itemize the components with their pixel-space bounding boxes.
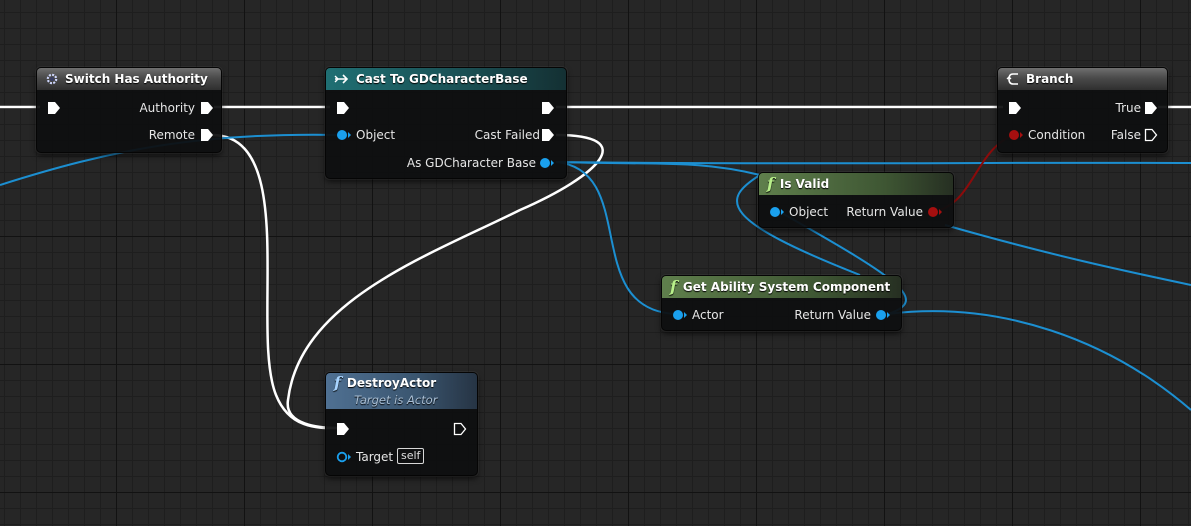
is-valid-node[interactable]: f Is Valid Object Return Value	[758, 172, 954, 228]
destroy-target-self-default[interactable]: self	[397, 448, 425, 464]
exec-wire-remote-to-destroy	[211, 133, 339, 430]
branch-exec-in-pin[interactable]	[1008, 101, 1022, 115]
is-valid-return-out-pin[interactable]	[927, 205, 943, 219]
get-asc-return-out-pin[interactable]	[875, 308, 891, 322]
branch-true-label: True	[1115, 101, 1142, 115]
object-wire-cast-to-getasc	[555, 161, 677, 315]
switch-has-authority-node[interactable]: Switch Has Authority Authority Remote	[36, 67, 222, 153]
cast-exec-in-pin[interactable]	[336, 101, 350, 115]
get-ability-system-component-node[interactable]: f Get Ability System Component Actor Ret…	[661, 275, 902, 331]
cast-arrow-icon	[334, 74, 350, 84]
branch-condition-in-pin[interactable]	[1008, 128, 1024, 142]
object-wire-cast-right	[555, 161, 1191, 165]
get-asc-title: Get Ability System Component	[682, 280, 891, 294]
cast-title: Cast To GDCharacterBase	[356, 72, 528, 86]
function-icon: f	[767, 174, 774, 193]
cast-to-gdcharacterbase-node[interactable]: Cast To GDCharacterBase Object Cast Fail…	[325, 67, 567, 179]
destroy-actor-header[interactable]: f DestroyActor Target is Actor	[326, 373, 477, 409]
is-valid-object-in-pin[interactable]	[769, 205, 785, 219]
function-icon: f	[334, 373, 341, 392]
destroy-target-label: Target	[356, 450, 394, 464]
cast-failed-label: Cast Failed	[474, 128, 540, 142]
cast-object-in-pin[interactable]	[336, 128, 352, 142]
is-valid-header[interactable]: f Is Valid	[759, 173, 953, 195]
get-asc-actor-label: Actor	[692, 308, 724, 322]
branch-false-exec-out-pin[interactable]	[1144, 128, 1158, 142]
get-asc-return-label: Return Value	[794, 308, 871, 322]
remote-pin-label: Remote	[148, 128, 195, 142]
branch-node[interactable]: Branch True Condition False	[997, 67, 1168, 153]
function-icon: f	[670, 277, 677, 296]
get-asc-actor-in-pin[interactable]	[672, 308, 688, 322]
destroy-exec-in-pin[interactable]	[336, 422, 350, 436]
branch-title: Branch	[1026, 72, 1074, 86]
destroy-actor-subtitle: Target is Actor	[354, 393, 438, 407]
destroy-actor-title: DestroyActor	[346, 376, 437, 390]
gear-icon	[45, 72, 59, 86]
cast-failed-exec-out-pin[interactable]	[541, 128, 555, 142]
destroy-target-in-pin[interactable]	[336, 450, 352, 464]
exec-in-pin[interactable]	[47, 101, 61, 115]
object-wire-getasc-right	[887, 310, 1191, 411]
authority-exec-out-pin[interactable]	[200, 101, 214, 115]
is-valid-return-label: Return Value	[846, 205, 923, 219]
is-valid-title: Is Valid	[779, 177, 830, 191]
branch-condition-label: Condition	[1028, 128, 1086, 142]
exec-wire-castfailed-to-destroy	[286, 133, 604, 430]
is-valid-object-label: Object	[789, 205, 829, 219]
authority-pin-label: Authority	[139, 101, 195, 115]
cast-header[interactable]: Cast To GDCharacterBase	[326, 68, 566, 90]
branch-false-label: False	[1110, 128, 1141, 142]
as-gdcharacter-base-label: As GDCharacter Base	[406, 156, 536, 170]
cast-object-label: Object	[356, 128, 396, 142]
branch-true-exec-out-pin[interactable]	[1144, 101, 1158, 115]
destroy-actor-node[interactable]: f DestroyActor Target is Actor Target se…	[325, 372, 478, 476]
switch-has-authority-header[interactable]: Switch Has Authority	[37, 68, 221, 90]
destroy-exec-out-pin[interactable]	[453, 422, 467, 436]
branch-icon	[1006, 72, 1020, 86]
cast-exec-out-pin[interactable]	[541, 101, 555, 115]
get-asc-header[interactable]: f Get Ability System Component	[662, 276, 901, 298]
switch-has-authority-title: Switch Has Authority	[65, 72, 208, 86]
branch-header[interactable]: Branch	[998, 68, 1167, 90]
remote-exec-out-pin[interactable]	[200, 128, 214, 142]
as-gdcharacter-base-out-pin[interactable]	[539, 156, 555, 170]
object-wire-isvalid-right	[944, 224, 1191, 286]
